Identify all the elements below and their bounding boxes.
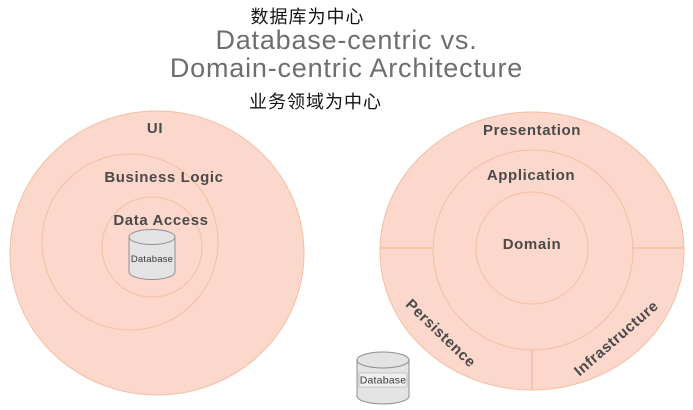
domain-centric-diagram: Presentation Application Domain Persiste…: [356, 111, 685, 405]
cylinder-top: [128, 229, 176, 245]
label-presentation: Presentation: [483, 122, 581, 139]
label-database-external: Database: [360, 375, 407, 387]
label-application: Application: [487, 167, 575, 184]
page-title-line1: Database-centric vs.: [215, 25, 478, 55]
label-data-access: Data Access: [113, 212, 208, 229]
cylinder-label-box: [358, 372, 408, 388]
label-domain: Domain: [503, 236, 562, 253]
label-business-logic: Business Logic: [104, 169, 223, 186]
caption-domain-centric-cn: 业务领域为中心: [249, 92, 382, 112]
label-database-inner: Database: [131, 254, 173, 265]
caption-database-centric-cn: 数据库为中心: [250, 7, 365, 27]
cylinder-top: [356, 351, 410, 369]
cylinder-body: [128, 236, 176, 280]
database-cylinder-icon: Database: [128, 229, 176, 280]
page-title-line2: Domain-centric Architecture: [169, 53, 524, 83]
database-centric-diagram: UI Business Logic Data Access Database: [9, 110, 305, 396]
right-inner-ring-domain: [475, 191, 589, 305]
page-title: Database-centric vs. Domain-centric Arch…: [0, 26, 693, 82]
label-ui: UI: [147, 120, 163, 137]
external-database-cylinder-icon: Database: [356, 351, 410, 405]
